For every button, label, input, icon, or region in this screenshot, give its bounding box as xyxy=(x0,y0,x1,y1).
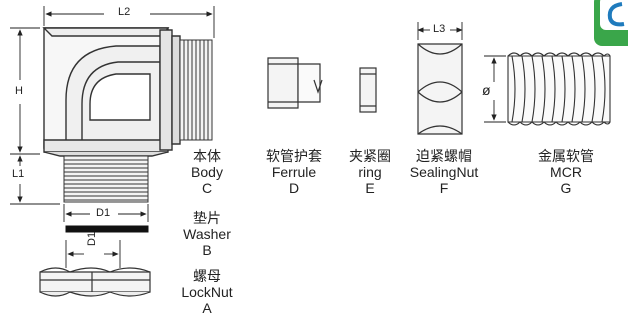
ferrule-cn: 软管护套 xyxy=(266,148,322,164)
washer-cn: 垫片 xyxy=(193,210,221,226)
part-label-washer: 垫片 Washer B xyxy=(172,210,242,258)
brand-badge-icon xyxy=(594,0,628,46)
dim-h: H xyxy=(15,85,23,97)
dim-diameter: ø xyxy=(482,82,491,98)
locknut-cn: 螺母 xyxy=(193,268,221,284)
dim-d1-locknut: D1 xyxy=(86,231,98,246)
part-label-ferrule: 软管护套 Ferrule D xyxy=(256,148,332,196)
locknut-drawing xyxy=(39,267,151,297)
sealing-nut-dimensions xyxy=(417,22,463,40)
dim-l3: L3 xyxy=(432,23,447,35)
sealnut-cn: 迫紧螺帽 xyxy=(416,148,472,164)
ferrule-drawing xyxy=(267,57,323,109)
ferrule-en: Ferrule xyxy=(271,164,317,180)
bottom-thread-drawing xyxy=(63,155,149,203)
conduit-dimensions xyxy=(484,55,506,123)
part-label-mcr: 金属软管 MCR G xyxy=(526,148,606,196)
ring-code: E xyxy=(365,180,375,196)
ring-drawing xyxy=(359,67,377,113)
sealnut-code: F xyxy=(439,180,449,196)
locknut-en: LockNut xyxy=(181,284,233,300)
body-dimensions xyxy=(10,6,215,222)
body-code: C xyxy=(201,180,213,196)
locknut-dimensions xyxy=(65,240,121,268)
dim-l2: L2 xyxy=(118,6,131,18)
dim-d1-body: D1 xyxy=(96,207,111,219)
body-en: Body xyxy=(191,164,223,180)
mcr-en: MCR xyxy=(550,164,582,180)
sealnut-en: SealingNut xyxy=(409,164,479,180)
ring-en: ring xyxy=(358,164,382,180)
sealing-nut-drawing xyxy=(417,43,463,135)
part-label-body: 本体 Body C xyxy=(182,148,232,196)
part-label-locknut: 螺母 LockNut A xyxy=(172,268,242,316)
dim-l1: L1 xyxy=(12,168,25,180)
ring-cn: 夹紧圈 xyxy=(349,148,391,164)
mcr-cn: 金属软管 xyxy=(538,148,594,164)
ferrule-code: D xyxy=(288,180,300,196)
metal-conduit-drawing xyxy=(507,52,611,126)
part-label-sealing-nut: 迫紧螺帽 SealingNut F xyxy=(402,148,486,196)
body-cn: 本体 xyxy=(193,148,221,164)
washer-code: B xyxy=(202,242,212,258)
mcr-code: G xyxy=(560,180,572,196)
washer-en: Washer xyxy=(183,226,231,242)
washer-drawing xyxy=(65,225,149,233)
part-label-ring: 夹紧圈 ring E xyxy=(340,148,400,196)
elbow-body-drawing xyxy=(42,27,181,157)
right-thread-drawing xyxy=(179,39,213,141)
locknut-code: A xyxy=(202,300,212,316)
